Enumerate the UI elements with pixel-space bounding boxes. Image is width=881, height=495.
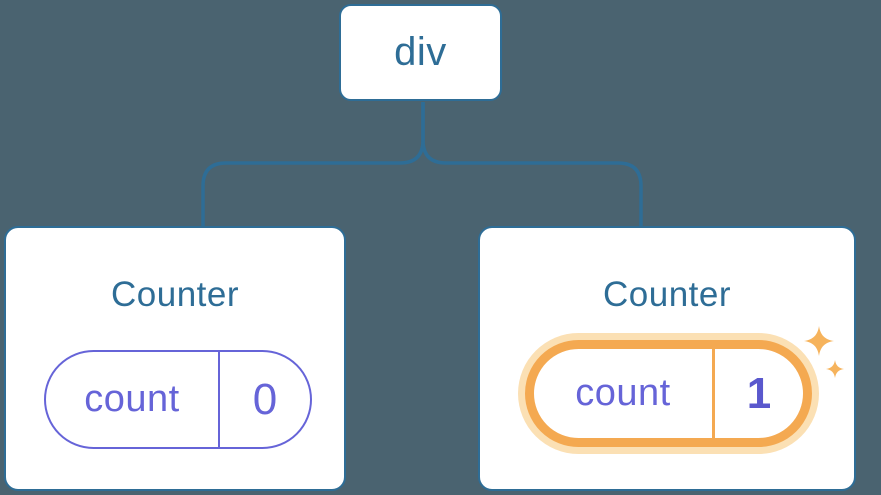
state-value: 1 <box>712 349 803 438</box>
state-pill-highlighted: count 1 <box>525 340 812 447</box>
state-key-label: count <box>84 378 180 420</box>
state-pill: count 0 <box>44 350 312 449</box>
sparkle-large-icon <box>804 326 834 356</box>
root-node-label: div <box>394 30 447 74</box>
connector-left-branch <box>201 102 425 227</box>
root-node-div: div <box>339 4 502 101</box>
component-title: Counter <box>110 275 240 314</box>
counter-card-left: Counter count 0 <box>4 226 346 491</box>
component-title: Counter <box>602 275 732 314</box>
counter-card-right: Counter count 1 <box>478 226 856 491</box>
sparkle-small-icon <box>826 360 844 378</box>
state-key-label: count <box>575 372 671 414</box>
state-value: 0 <box>218 352 310 447</box>
connector-right-branch <box>421 102 643 227</box>
